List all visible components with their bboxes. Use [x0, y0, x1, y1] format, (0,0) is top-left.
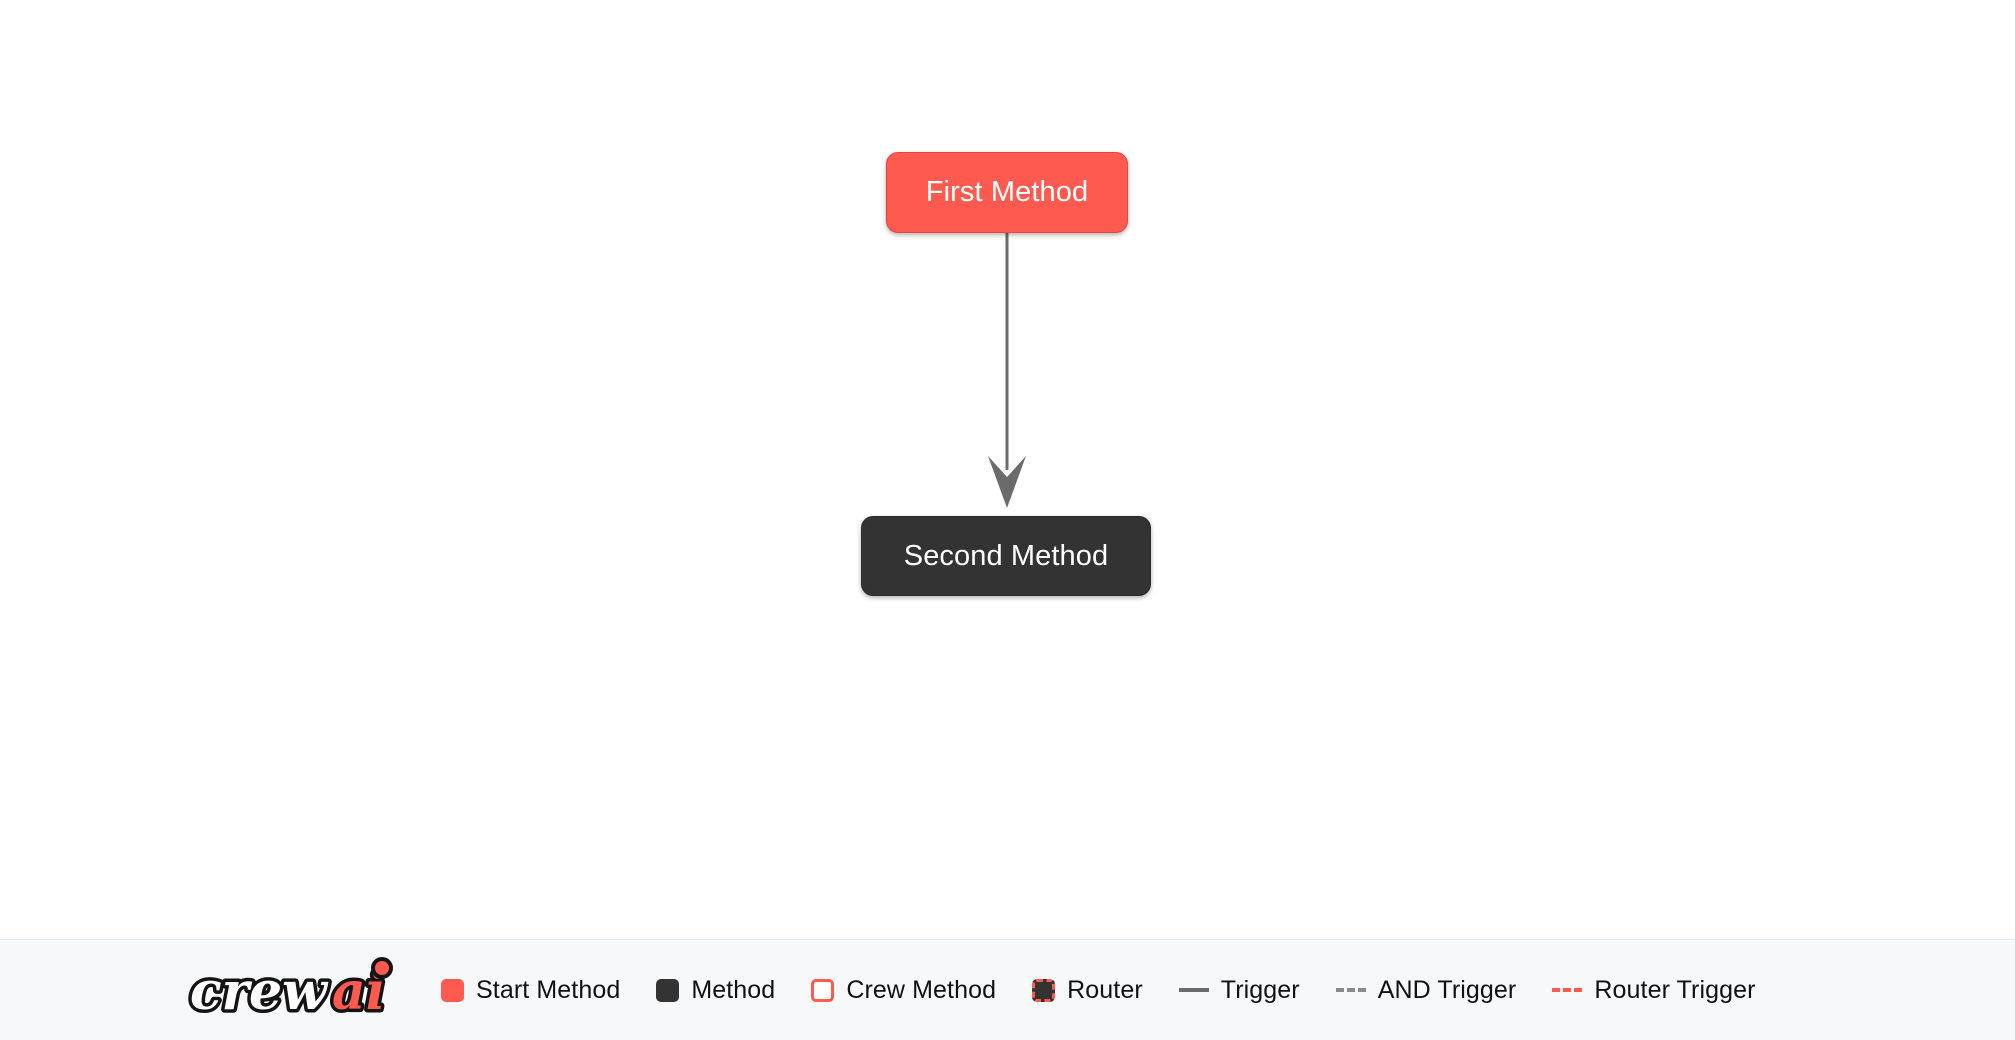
legend-label: Start Method — [476, 975, 621, 1004]
legend-item-start-method: Start Method — [441, 976, 620, 1005]
legend-label: Router Trigger — [1594, 975, 1756, 1004]
legend-item-router: Router — [1032, 976, 1143, 1005]
flow-node-second-method[interactable]: Second Method — [861, 516, 1151, 596]
legend-item-trigger: Trigger — [1178, 975, 1300, 1005]
start-method-swatch — [441, 978, 464, 1002]
and-trigger-line-icon — [1335, 988, 1366, 992]
legend-item-router-trigger: Router Trigger — [1552, 976, 1755, 1005]
legend-item-and-trigger: AND Trigger — [1335, 975, 1517, 1005]
flow-node-first-method[interactable]: First Method — [886, 152, 1128, 233]
legend-label: Trigger — [1220, 975, 1300, 1004]
legend-bar: crew ai Start Method Method Crew Method … — [0, 939, 2015, 1040]
edge-layer — [988, 233, 1026, 508]
crew-method-swatch — [811, 978, 835, 1002]
legend-label: AND Trigger — [1377, 975, 1517, 1004]
legend-label: Crew Method — [846, 975, 997, 1004]
legend-item-crew-method: Crew Method — [811, 976, 996, 1005]
flow-node-label: First Method — [925, 176, 1089, 208]
logo-text-primary: crew — [190, 961, 329, 1022]
arrowhead-icon — [988, 456, 1026, 508]
router-swatch — [1032, 978, 1056, 1002]
trigger-line-icon — [1178, 988, 1209, 992]
method-swatch — [656, 978, 680, 1002]
edge-first-to-second — [988, 233, 1026, 508]
crewai-logo: crew ai — [187, 957, 393, 1026]
flow-node-label: Second Method — [903, 539, 1109, 572]
flow-canvas[interactable]: First Method Second Method — [0, 0, 2015, 939]
router-trigger-line-icon — [1552, 988, 1583, 992]
legend-label: Method — [691, 975, 776, 1004]
logo-dot — [371, 957, 393, 979]
legend-item-method: Method — [656, 976, 775, 1005]
legend-items: Start Method Method Crew Method Router T… — [441, 976, 1756, 1005]
legend-label: Router — [1067, 975, 1143, 1004]
